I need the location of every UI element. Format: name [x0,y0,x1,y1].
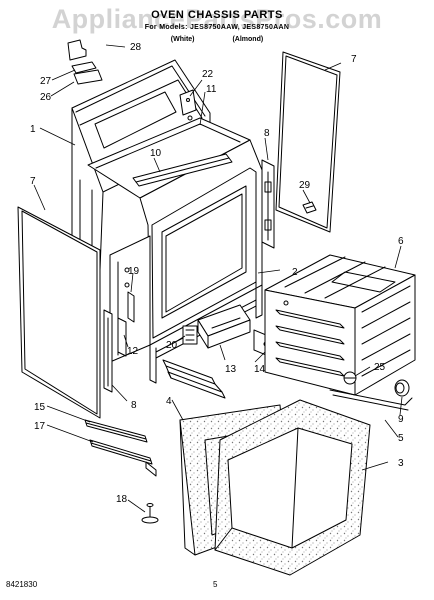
callout-28: 28 [130,42,142,53]
model-numbers: For Models: JES8750AAW, JES8750AAN [144,24,290,31]
callout-18: 18 [116,494,128,505]
color-variants: (White) (Almond) [0,36,434,43]
callout-5: 5 [398,433,404,444]
hinge-bracket-left [103,309,113,393]
callout-7: 7 [30,176,36,187]
side-panel-left [17,206,101,419]
front-brace-upper [84,419,148,443]
callout-11: 11 [206,84,217,95]
callout-25: 25 [374,362,386,373]
watermark: AppliancePartsPros.com [51,4,383,34]
diagram-title: OVEN CHASSIS PARTS [151,9,283,21]
callout-10: 10 [150,148,162,159]
wire-retainer [127,291,135,323]
insulation-pad [73,69,103,85]
callout-17: 17 [34,421,46,432]
callout-4: 4 [166,396,172,407]
document-number: 8421830 [6,580,38,589]
callout-27: 27 [40,76,52,87]
callout-6: 6 [398,236,404,247]
leader-lines [33,44,403,513]
panel-clip [302,201,317,214]
cross-brace [132,153,233,187]
color-almond-label: (Almond) [232,36,264,43]
callout-20: 20 [166,340,178,351]
terminal-block [197,304,251,349]
callout-12: 12 [127,346,139,357]
hinge-receptacle [117,317,127,357]
leveling-leg [141,503,159,524]
callout-8: 8 [131,400,137,411]
oven-chassis-frame [71,59,263,384]
corner-bracket [179,89,197,116]
terminal-block-small [182,325,198,345]
callout-19: 19 [128,266,140,277]
callout-1: 1 [30,124,36,135]
slide-rail [162,359,226,399]
callout-22: 22 [202,69,214,80]
callout-9: 9 [398,414,404,425]
hinge-bracket-right [261,159,275,249]
side-panel-right [275,51,341,233]
page-number: 5 [213,580,218,589]
callout-26: 26 [40,92,52,103]
callout-7: 7 [351,54,357,65]
callout-29: 29 [299,180,311,191]
callout-8: 8 [264,128,270,139]
control-knob [394,379,410,397]
oven-cavity-assembly [264,254,416,411]
callout-2: 2 [292,267,298,278]
front-brace-lower [89,439,157,477]
callout-13: 13 [225,364,237,375]
vent-clip [67,39,87,61]
vent-bracket [71,61,97,74]
insulation-blanket-rear [214,399,371,576]
color-white-label: (White) [170,36,195,43]
callout-15: 15 [34,402,46,413]
callout-3: 3 [398,458,404,469]
callout-14: 14 [254,364,266,375]
